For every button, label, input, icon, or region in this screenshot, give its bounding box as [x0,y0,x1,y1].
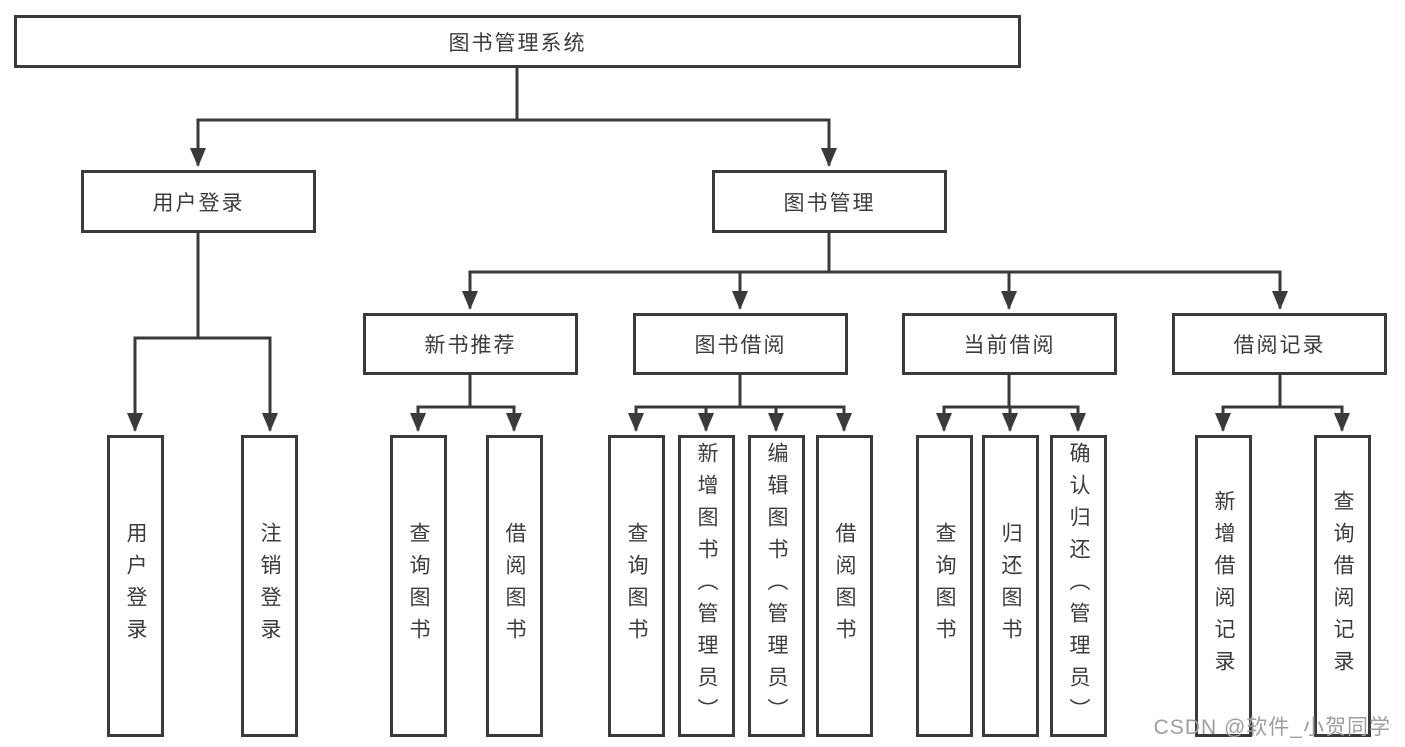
node-book-borrowing: 图书借阅 [633,313,848,375]
leaf-borrow-books-1: 借阅图书 [486,435,543,737]
node-root: 图书管理系统 [14,15,1021,68]
connector-current-group [936,373,1086,432]
leaf-borrow-books-2: 借阅图书 [816,435,873,737]
connector-login-group [127,231,278,432]
leaf-add-borrow-record: 新增借阅记录 [1195,435,1252,737]
connector-root [190,66,837,167]
node-current-borrowing: 当前借阅 [902,313,1117,375]
csdn-watermark: CSDN @软件_小贺同学 [1153,716,1391,739]
connector-borrow-group [628,373,852,432]
leaf-logout: 注销登录 [241,435,298,737]
connector-newbook-group [410,373,522,432]
leaf-user-login: 用户登录 [107,435,164,737]
leaf-query-borrow-record: 查询借阅记录 [1314,435,1371,737]
leaf-query-books-1: 查询图书 [390,435,447,737]
node-new-book-recommend: 新书推荐 [363,313,578,375]
leaf-confirm-return-admin: 确认归还（管理员） [1050,435,1107,737]
leaf-query-books-2: 查询图书 [608,435,665,737]
leaf-query-books-3: 查询图书 [916,435,973,737]
connector-record-group [1215,373,1350,432]
leaf-add-book-admin: 新增图书（管理员） [678,435,735,737]
node-book-management: 图书管理 [712,170,947,233]
node-user-login: 用户登录 [81,170,316,233]
leaf-edit-book-admin: 编辑图书（管理员） [748,435,805,737]
leaf-return-book: 归还图书 [982,435,1039,737]
node-borrowing-records: 借阅记录 [1172,313,1387,375]
connector-management [462,231,1288,310]
